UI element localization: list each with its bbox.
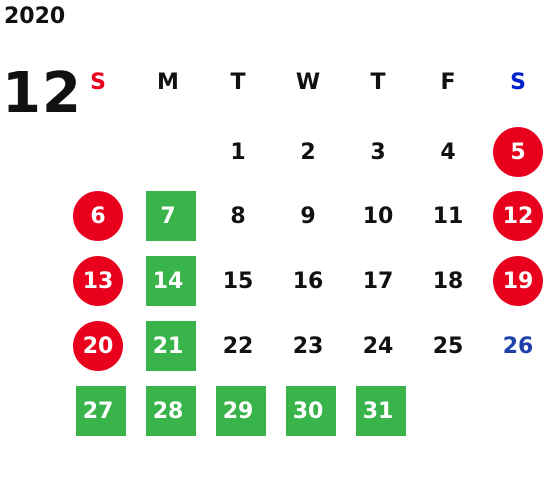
day-cell[interactable]: 19 [488,251,548,311]
day-number: 29 [222,398,254,424]
weekday-header: F [440,69,456,95]
day-cell[interactable]: 10 [348,186,408,246]
day-cell[interactable]: 18 [418,251,478,311]
weekday-header: W [295,69,321,95]
day-number: 31 [362,398,394,424]
day-number: 5 [510,139,526,165]
day-cell[interactable]: 29 [208,381,268,441]
day-number: 10 [362,203,394,229]
day-cell[interactable]: 3 [348,122,408,182]
weekday-header: T [230,69,246,95]
day-number: 15 [222,268,254,294]
holiday-circle-marker [73,256,123,306]
closed-day-square-marker [146,256,196,306]
day-cell[interactable]: 7 [138,186,198,246]
closed-day-square-marker [76,386,126,436]
day-cell[interactable]: 22 [208,316,268,376]
day-number: 17 [362,268,394,294]
weekday-header: S [90,69,106,95]
day-cell[interactable]: 27 [68,381,128,441]
day-cell[interactable]: 13 [68,251,128,311]
day-number: 14 [152,268,184,294]
day-cell[interactable]: 5 [488,122,548,182]
holiday-circle-marker [73,321,123,371]
closed-day-square-marker [216,386,266,436]
day-number: 20 [82,333,114,359]
day-cell[interactable]: 9 [278,186,338,246]
day-number: 23 [292,333,324,359]
day-cell[interactable]: 31 [348,381,408,441]
day-cell[interactable]: 28 [138,381,198,441]
day-number: 25 [432,333,464,359]
day-cell[interactable]: 8 [208,186,268,246]
day-number: 19 [502,268,534,294]
day-cell[interactable]: 24 [348,316,408,376]
day-number: 11 [432,203,464,229]
closed-day-square-marker [146,386,196,436]
holiday-circle-marker [493,127,543,177]
closed-day-square-marker [356,386,406,436]
day-cell[interactable]: 20 [68,316,128,376]
closed-day-square-marker [286,386,336,436]
year-label: 2020 [4,4,66,29]
closed-day-square-marker [146,191,196,241]
day-cell[interactable]: 11 [418,186,478,246]
day-number: 27 [82,398,114,424]
weekday-header: M [157,69,179,95]
day-cell[interactable]: 4 [418,122,478,182]
weekday-header: T [370,69,386,95]
day-number: 6 [90,203,106,229]
holiday-circle-marker [73,191,123,241]
day-number: 26 [502,333,534,359]
holiday-circle-marker [493,256,543,306]
day-number: 13 [82,268,114,294]
day-number: 9 [300,203,316,229]
day-cell[interactable]: 15 [208,251,268,311]
day-cell[interactable]: 14 [138,251,198,311]
day-cell[interactable]: 1 [208,122,268,182]
day-number: 8 [230,203,246,229]
day-cell[interactable]: 6 [68,186,128,246]
day-number: 22 [222,333,254,359]
day-number: 2 [300,139,316,165]
day-cell[interactable]: 21 [138,316,198,376]
day-number: 16 [292,268,324,294]
day-number: 18 [432,268,464,294]
day-number: 3 [370,139,386,165]
day-cell[interactable]: 16 [278,251,338,311]
day-number: 30 [292,398,324,424]
day-cell[interactable]: 23 [278,316,338,376]
day-cell[interactable]: 25 [418,316,478,376]
closed-day-square-marker [146,321,196,371]
day-number: 12 [502,203,534,229]
day-cell[interactable]: 12 [488,186,548,246]
day-cell[interactable]: 17 [348,251,408,311]
weekday-header: S [510,69,526,95]
day-number: 7 [160,203,176,229]
day-number: 24 [362,333,394,359]
day-cell[interactable]: 26 [488,316,548,376]
day-cell[interactable]: 30 [278,381,338,441]
holiday-circle-marker [493,191,543,241]
day-number: 1 [230,139,246,165]
day-number: 4 [440,139,456,165]
day-number: 21 [152,333,184,359]
day-number: 28 [152,398,184,424]
month-number: 12 [2,61,82,126]
day-cell[interactable]: 2 [278,122,338,182]
